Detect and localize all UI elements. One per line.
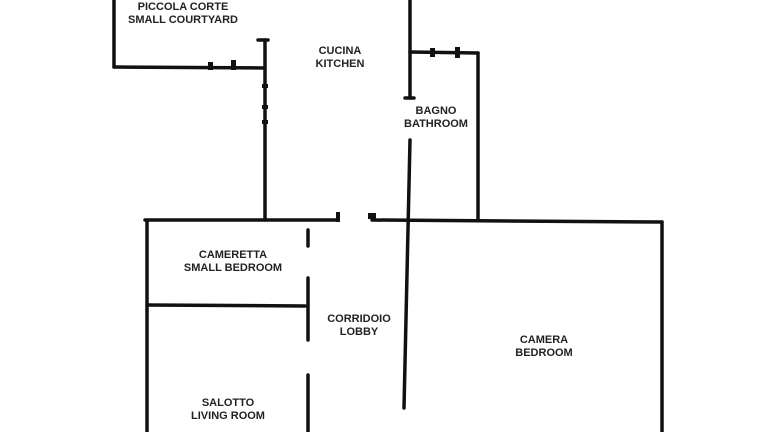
- wall: [402, 138, 412, 410]
- wall: [145, 303, 307, 308]
- wall: [112, 65, 267, 70]
- wall: [408, 50, 480, 55]
- wall: [370, 218, 664, 224]
